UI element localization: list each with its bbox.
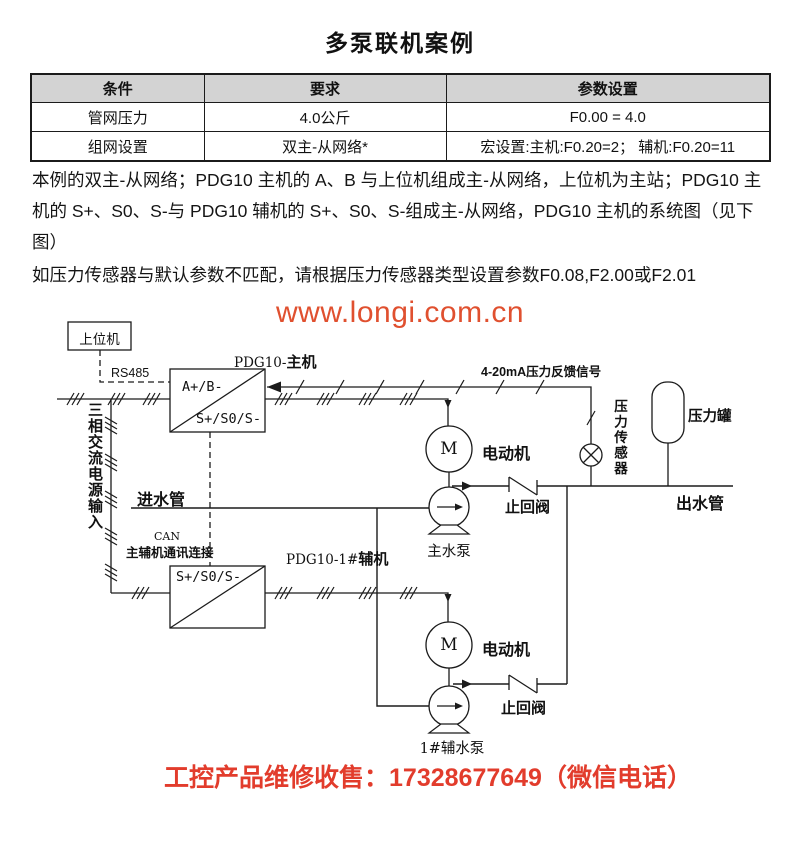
master-box-diagonal xyxy=(169,368,266,433)
main-check-valve-label: 止回阀 xyxy=(505,499,551,516)
footer-contact-text: 工控产品维修收售：17328677649（微信电话） xyxy=(164,764,692,792)
three-phase-power-label: 三相交流电源输入 xyxy=(86,402,103,530)
aux-motor-label: 电动机 xyxy=(482,642,531,659)
feedback-signal-label: 4-20mA压力反馈信号 xyxy=(481,365,602,379)
can-link-label: 主辅机通讯连接 xyxy=(126,546,214,560)
pressure-sensor-cross xyxy=(583,447,599,463)
master-terminal-s: S+/S0/S- xyxy=(196,411,262,427)
page-title: 多泵联机案例 xyxy=(325,30,475,56)
cell-parameter-1: F0.00 = 4.0 xyxy=(445,102,771,132)
main-pump-label: 主水泵 xyxy=(427,544,471,560)
aux-box-diagonal xyxy=(169,565,266,629)
aux-power-corner-arrow xyxy=(444,594,452,602)
main-pump-base xyxy=(427,524,471,535)
spec-table: 条件 要求 参数设置 管网压力 4.0公斤 F0.00 = 4.0 组网设置 双… xyxy=(30,73,771,162)
pdg10-master-bold: 主机 xyxy=(286,354,317,371)
feedback-arrowhead xyxy=(267,381,281,393)
can-label: CAN xyxy=(154,530,180,543)
host-computer-label: 上位机 xyxy=(79,332,120,348)
pdg10-aux-bold: 辅机 xyxy=(358,551,389,568)
main-pump-arrowhead xyxy=(455,503,463,511)
main-check-valve-symbol xyxy=(508,476,538,496)
rs485-dashed-line xyxy=(99,350,170,383)
pdg10-master-label: PDG10-主机 xyxy=(234,351,316,372)
pressure-tank-label: 压力罐 xyxy=(688,409,732,425)
aux-pump-label: 1#辅水泵 xyxy=(419,741,485,757)
pdg10-master-box xyxy=(169,368,266,433)
main-motor-label: 电动机 xyxy=(482,446,531,463)
pressure-tank-symbol xyxy=(651,381,685,444)
rs485-label: RS485 xyxy=(111,366,150,380)
aux-terminal-s: S+/S0/S- xyxy=(176,569,242,585)
cell-requirement-2: 双主-从网络* xyxy=(203,131,447,162)
table-row: 管网压力 4.0公斤 F0.00 = 4.0 xyxy=(30,102,771,132)
cell-condition-2: 组网设置 xyxy=(30,131,205,162)
aux-pump-arrowhead xyxy=(455,702,463,710)
table-row: 组网设置 双主-从网络* 宏设置:主机:F0.20=2； 辅机:F0.20=11 xyxy=(30,131,771,162)
aux-motor-line xyxy=(265,592,449,622)
main-outlet-arrowhead xyxy=(462,481,472,491)
feedback-line xyxy=(267,386,592,444)
aux-check-valve-symbol xyxy=(508,674,538,694)
watermark-url: www.longi.com.cn xyxy=(276,296,525,329)
master-motor-line xyxy=(265,398,449,426)
pressure-sensor-label: 压力传感器 xyxy=(612,399,627,477)
aux-check-valve-label: 止回阀 xyxy=(501,700,547,717)
main-motor-m: M xyxy=(440,439,458,459)
cell-condition-1: 管网压力 xyxy=(30,102,205,132)
inlet-pipe-label: 进水管 xyxy=(137,492,186,509)
table-header-row: 条件 要求 参数设置 xyxy=(30,73,771,103)
inlet-branch-line xyxy=(376,508,429,707)
aux-motor-m: M xyxy=(440,635,458,655)
main-power-corner-arrow xyxy=(444,400,452,408)
col-header-condition: 条件 xyxy=(30,73,205,103)
pdg10-aux-prefix: PDG10-1# xyxy=(286,552,359,568)
paragraph-sensor-note: 如压力传感器与默认参数不匹配，请根据压力传感器类型设置参数F0.08,F2.00… xyxy=(32,265,697,285)
outlet-pipe-label: 出水管 xyxy=(676,496,725,513)
pdg10-master-prefix: PDG10- xyxy=(234,355,287,371)
col-header-requirement: 要求 xyxy=(203,73,447,103)
aux-pump-base xyxy=(427,723,471,734)
pdg10-aux-label: PDG10-1#辅机 xyxy=(286,548,388,569)
aux-outlet-arrowhead xyxy=(462,679,472,689)
master-terminal-ab: A+/B- xyxy=(182,379,223,395)
cell-parameter-2: 宏设置:主机:F0.20=2； 辅机:F0.20=11 xyxy=(445,131,771,162)
spec-table-wrap: 条件 要求 参数设置 管网压力 4.0公斤 F0.00 = 4.0 组网设置 双… xyxy=(30,73,771,162)
paragraph-network-description: 本例的双主-从网络；PDG10 主机的 A、B 与上位机组成主-从网络，上位机为… xyxy=(32,170,762,252)
pdg10-aux-box xyxy=(169,565,266,629)
